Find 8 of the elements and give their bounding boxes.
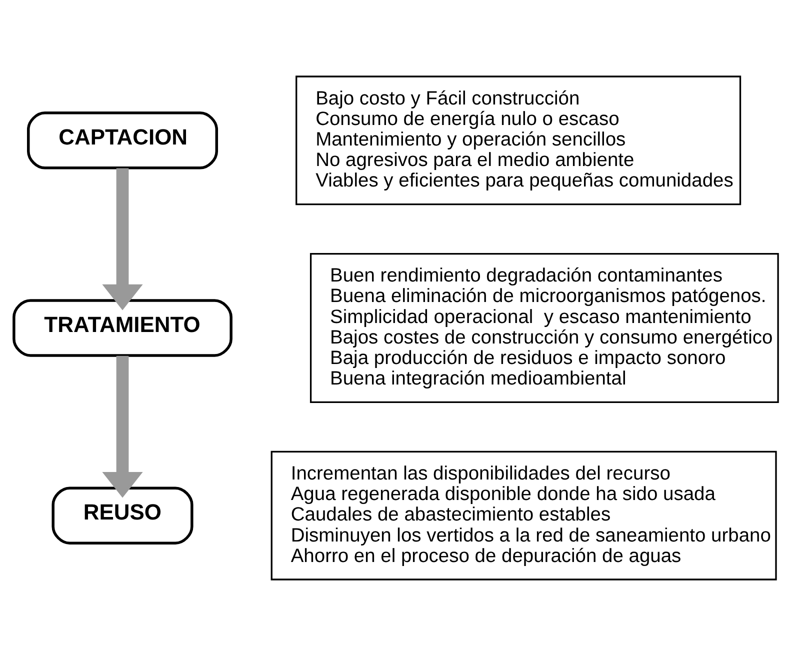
node-box: Bajo costo y Fácil construcción Consumo de energía nulo o escaso Mantenimiento y operación sencillos No agresivos para el medio ambiente Viables y eficientes para pequeñas comunidades (296, 75, 742, 205)
arrow (102, 355, 143, 498)
node-box: Buen rendimiento degradación contaminantes Buena eliminación de microorganismos patógenos. Simplicidad operacional y escaso mantenimiento Bajos costes de construcción y consumo energético Baja producción de residuos e impacto sonoro Buena integración medioambiental (310, 252, 779, 403)
node-box: CAPTACION (27, 111, 218, 169)
arrow (102, 168, 143, 310)
node-box: TRATAMIENTO (12, 298, 232, 356)
node-box: REUSO (52, 486, 194, 544)
node-box: Incrementan las disponibilidades del recurso Agua regenerada disponible donde ha sido usada Caudales de abastecimiento estables Disminuyen los vertidos a la red de saneamiento urbano Ahorro en el proceso de depuración de aguas (270, 450, 777, 580)
